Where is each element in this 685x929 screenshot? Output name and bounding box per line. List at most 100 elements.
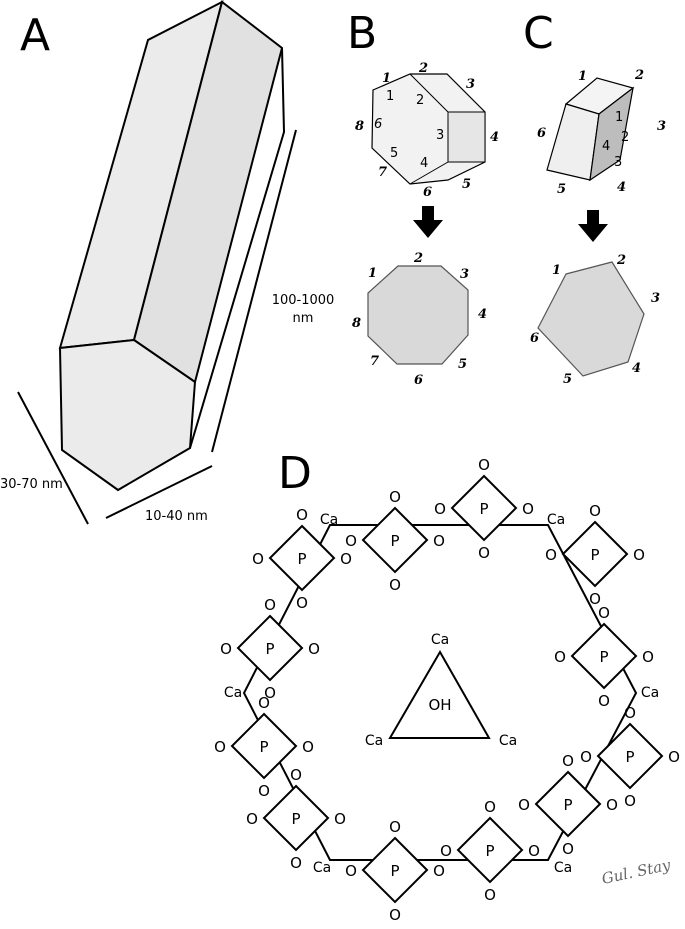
oxygen-atom-label: O	[220, 640, 232, 658]
panel-c: C 1 2 3 4 5 6 1 2 3 4 1 2 3 4 5 6	[523, 8, 666, 387]
tetrahedron-outline	[596, 722, 664, 790]
panel-label-a: A	[20, 10, 50, 61]
phosphorus-atom-label: P	[297, 550, 306, 568]
oxygen-atom-label: O	[562, 840, 574, 858]
tetrahedron-outline	[361, 506, 429, 574]
phosphorus-atom-label: P	[390, 862, 399, 880]
section-face-label: 1	[368, 266, 377, 281]
phosphorus-atom-label: P	[563, 796, 572, 814]
oxygen-atom-label: O	[668, 748, 680, 766]
length-dimension-line	[211, 129, 297, 453]
oxygen-atom-label: O	[554, 648, 566, 666]
section-face-label: 2	[616, 253, 626, 268]
oxygen-atom-label: O	[296, 594, 308, 612]
face-label: 6	[423, 185, 432, 200]
oxygen-atom-label: O	[589, 502, 601, 520]
calcium-atom-label: Ca	[313, 860, 331, 876]
inner-face-label: 5	[390, 146, 398, 161]
tetrahedron-outline	[570, 622, 638, 690]
oxygen-atom-label: O	[433, 532, 445, 550]
phosphorus-atom-label: P	[479, 500, 488, 518]
oxygen-atom-label: O	[580, 748, 592, 766]
panel-label-c: C	[523, 8, 554, 59]
oxygen-atom-label: O	[598, 604, 610, 622]
panel-b-section-face-numbers: 1 2 3 4 5 6 7 8	[352, 251, 487, 388]
section-face-label: 3	[460, 267, 469, 282]
calcium-atom-label: Ca	[320, 512, 338, 528]
tetrahedron-outline	[236, 614, 304, 682]
calcium-hexagon	[242, 524, 638, 861]
calcium-atom-label: Ca	[499, 733, 517, 749]
oxygen-atom-label: O	[545, 546, 557, 564]
oxygen-atom-label: O	[296, 506, 308, 524]
phosphorus-atom-label: P	[390, 532, 399, 550]
phosphorus-atom-label: P	[291, 810, 300, 828]
oxygen-atom-label: O	[214, 738, 226, 756]
oxygen-atom-label: O	[345, 532, 357, 550]
oxygen-atom-label: O	[562, 752, 574, 770]
signature: Gul. Stay	[600, 856, 672, 888]
hydroxyl-label: OH	[428, 696, 451, 714]
calcium-atom-label: Ca	[554, 860, 572, 876]
down-arrow-icon	[578, 210, 608, 242]
phosphorus-atom-label: P	[625, 748, 634, 766]
tetrahedron-outline	[268, 524, 336, 592]
calcium-atom-label: Ca	[365, 733, 383, 749]
oxygen-atom-label: O	[528, 842, 540, 860]
oxygen-atom-label: O	[308, 640, 320, 658]
panel-a: A 100-1000 nm 30-70 nm 10-40 nm	[0, 0, 334, 525]
width-dimension-line	[17, 391, 89, 525]
phosphorus-atom-label: P	[599, 648, 608, 666]
face-label: 3	[657, 119, 666, 134]
face-label: 1	[382, 71, 391, 86]
calcium-atom-label: Ca	[431, 632, 449, 648]
oxygen-atom-label: O	[258, 694, 270, 712]
face-label: 1	[578, 69, 587, 84]
oxygen-atom-label: O	[642, 648, 654, 666]
oxygen-atom-label: O	[434, 500, 446, 518]
face-label: 5	[462, 177, 471, 192]
inner-face-label: 4	[602, 139, 610, 154]
section-face-label: 8	[352, 316, 361, 331]
oxygen-atom-label: O	[484, 798, 496, 816]
inner-face-label: 2	[416, 93, 424, 108]
oxygen-atom-label: O	[258, 782, 270, 800]
oxygen-atom-label: O	[633, 546, 645, 564]
oxygen-atom-label: O	[433, 862, 445, 880]
tetrahedron-outline	[561, 520, 629, 588]
phosphate-tetrahedron: P O O O O	[518, 752, 618, 858]
section-face-label: 4	[478, 307, 487, 322]
section-face-label: 7	[370, 354, 379, 369]
oxygen-atom-label: O	[484, 886, 496, 904]
oxygen-atom-label: O	[606, 796, 618, 814]
oxygen-atom-label: O	[389, 488, 401, 506]
section-face-label: 2	[413, 251, 423, 266]
face-label: 4	[490, 130, 499, 145]
oxygen-atom-label: O	[624, 792, 636, 810]
oxygen-atom-label: O	[518, 796, 530, 814]
panel-label-d: D	[278, 448, 312, 499]
depth-dimension-line	[105, 465, 213, 519]
oxygen-atom-label: O	[389, 818, 401, 836]
inner-face-label: 1	[386, 89, 394, 104]
oxygen-atom-label: O	[389, 576, 401, 594]
oxygen-atom-label: O	[440, 842, 452, 860]
section-face-label: 1	[552, 263, 561, 278]
oxygen-atom-label: O	[522, 500, 534, 518]
inner-face-label: 2	[621, 130, 629, 145]
calcium-atom-label: Ca	[547, 512, 565, 528]
panel-b: B 1 2 3 4 5 6 7 8 1 2 3 4 5 6 1 2 3	[347, 8, 499, 388]
